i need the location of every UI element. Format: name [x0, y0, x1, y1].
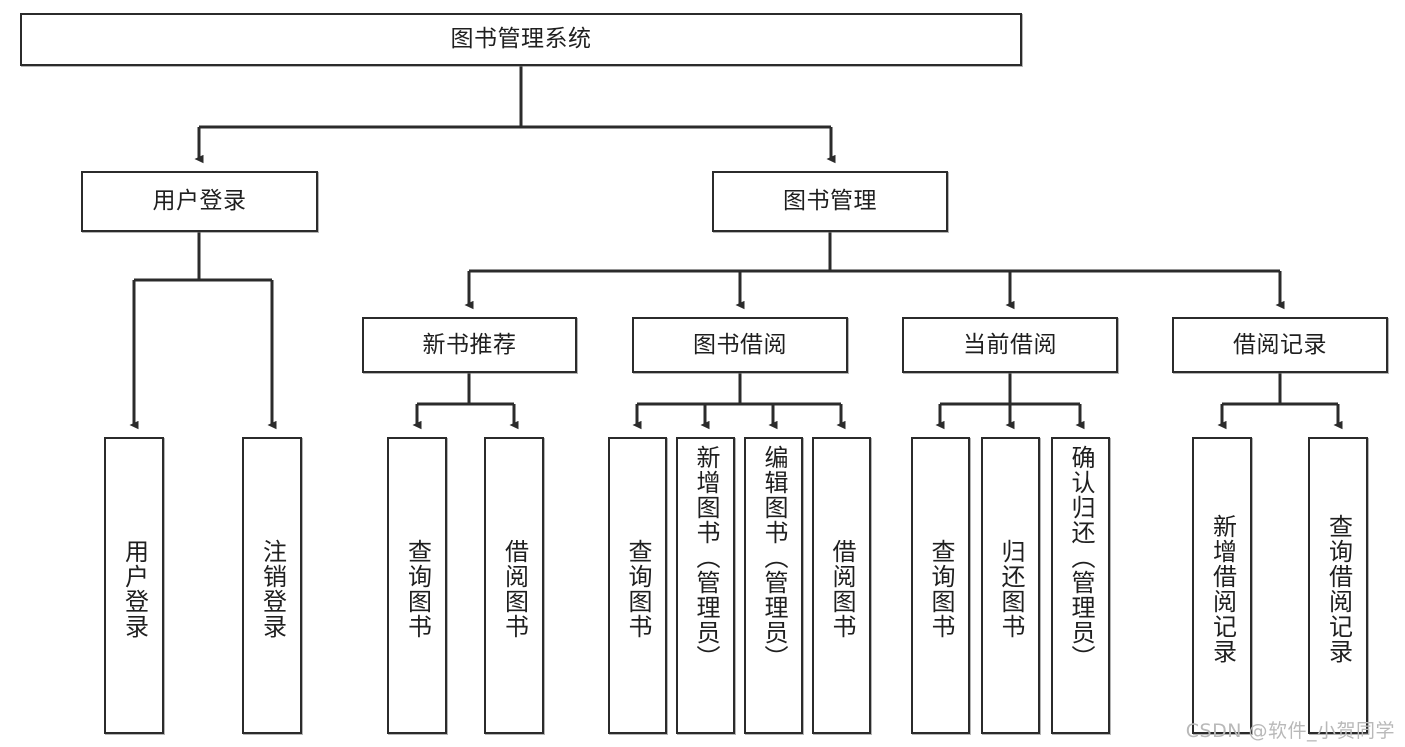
node-leaf-borrow-book-rec-label: 借阅图书: [500, 538, 529, 639]
node-leaf-query-book-rec-label: 查询图书: [403, 538, 432, 639]
node-current-borrow[interactable]: 当前借阅: [902, 317, 1118, 373]
node-book-manage-label: 图书管理: [783, 188, 877, 215]
node-leaf-query-record[interactable]: 查询借阅记录: [1308, 437, 1368, 734]
node-leaf-query-book-bb[interactable]: 查询图书: [608, 437, 667, 734]
node-leaf-query-book-bb-label: 查询图书: [623, 538, 652, 639]
node-root-label: 图书管理系统: [450, 26, 592, 53]
node-leaf-return-book[interactable]: 归还图书: [981, 437, 1040, 734]
node-root[interactable]: 图书管理系统: [20, 13, 1022, 66]
csdn-watermark: CSDN @软件_小贺同学: [1185, 720, 1395, 742]
node-leaf-logout[interactable]: 注销登录: [242, 437, 302, 734]
node-leaf-confirm-return-label: 确认归还（管理员）: [1066, 445, 1095, 670]
node-leaf-borrow-book-bb-label: 借阅图书: [827, 538, 856, 639]
node-book-borrow-label: 图书借阅: [693, 331, 787, 358]
node-new-book-recommend-label: 新书推荐: [422, 331, 517, 358]
node-leaf-confirm-return[interactable]: 确认归还（管理员）: [1051, 437, 1110, 734]
node-leaf-add-book[interactable]: 新增图书（管理员）: [676, 437, 735, 734]
node-leaf-add-book-label: 新增图书（管理员）: [691, 445, 720, 670]
node-book-manage[interactable]: 图书管理: [712, 171, 948, 232]
node-user-login-label: 用户登录: [152, 188, 247, 215]
node-new-book-recommend[interactable]: 新书推荐: [362, 317, 577, 373]
node-leaf-query-book-rec[interactable]: 查询图书: [387, 437, 447, 734]
node-leaf-edit-book-label: 编辑图书（管理员）: [759, 445, 788, 670]
node-borrow-record[interactable]: 借阅记录: [1172, 317, 1388, 373]
node-leaf-add-record-label: 新增借阅记录: [1208, 513, 1237, 664]
node-leaf-logout-label: 注销登录: [258, 538, 287, 639]
node-leaf-query-record-label: 查询借阅记录: [1324, 513, 1353, 664]
node-leaf-query-book-cb[interactable]: 查询图书: [911, 437, 970, 734]
node-leaf-edit-book[interactable]: 编辑图书（管理员）: [744, 437, 803, 734]
node-leaf-user-login[interactable]: 用户登录: [104, 437, 164, 734]
node-book-borrow[interactable]: 图书借阅: [632, 317, 848, 373]
node-current-borrow-label: 当前借阅: [963, 331, 1057, 358]
node-leaf-query-book-cb-label: 查询图书: [926, 538, 955, 639]
node-user-login[interactable]: 用户登录: [81, 171, 318, 232]
node-leaf-add-record[interactable]: 新增借阅记录: [1192, 437, 1252, 734]
node-leaf-return-book-label: 归还图书: [996, 538, 1025, 639]
node-borrow-record-label: 借阅记录: [1233, 331, 1327, 358]
node-leaf-borrow-book-rec[interactable]: 借阅图书: [484, 437, 544, 734]
node-leaf-user-login-label: 用户登录: [120, 538, 149, 639]
node-leaf-borrow-book-bb[interactable]: 借阅图书: [812, 437, 871, 734]
